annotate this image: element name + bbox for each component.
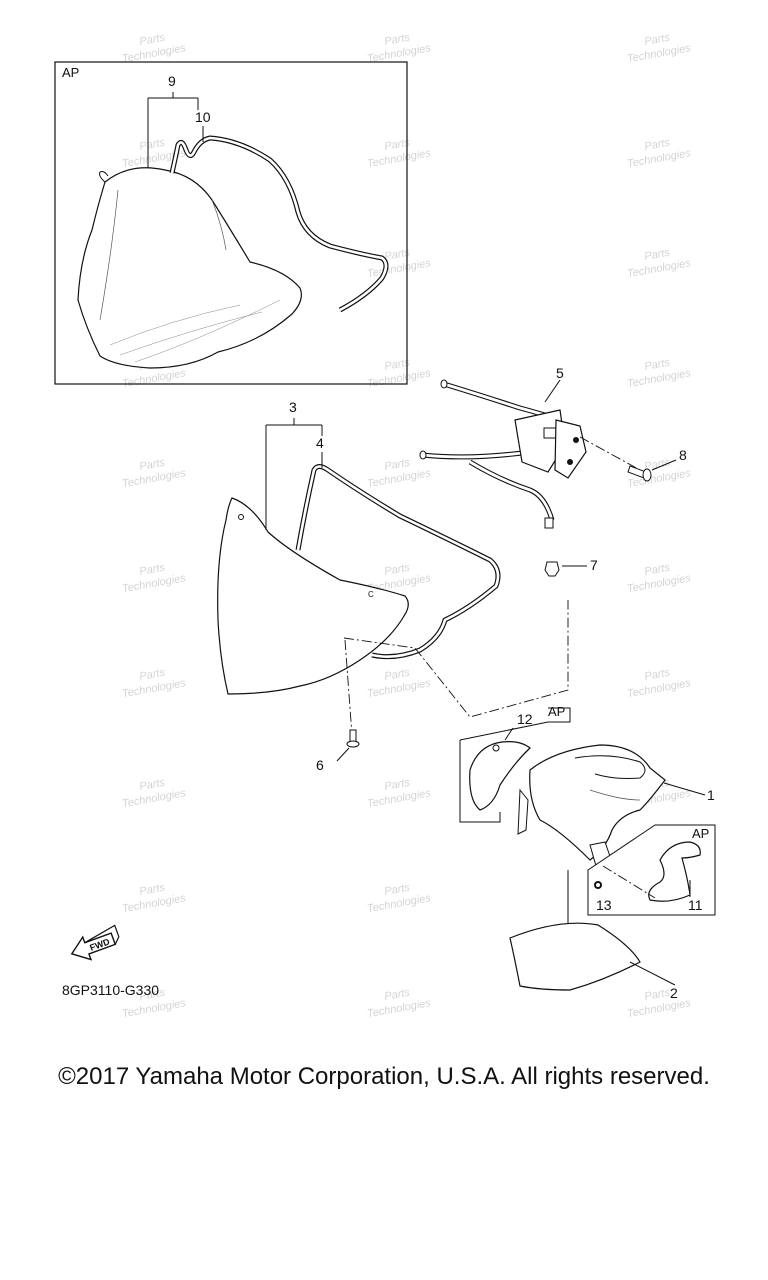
reference-code: 8GP3110-G330 — [62, 982, 159, 998]
watermark-line1: Parts — [383, 32, 411, 48]
watermark-line1: Parts — [138, 882, 166, 898]
windshield-main — [217, 497, 409, 695]
callout-3: 3 — [289, 399, 297, 415]
watermark-line1: Parts — [383, 247, 411, 263]
windshield-panel — [77, 167, 302, 369]
watermark-line1: Parts — [383, 987, 411, 1003]
watermark-line1: Parts — [138, 32, 166, 48]
watermark-line1: Parts — [383, 667, 411, 683]
watermark-line2: Technologies — [626, 147, 692, 170]
ap-label: AP — [692, 826, 709, 841]
callout-13: 13 — [596, 897, 612, 913]
ap-box-windshield: AP 9 10 — [54, 61, 408, 385]
watermark-line1: Parts — [643, 137, 671, 153]
watermark-line1: Parts — [383, 357, 411, 373]
callout-5: 5 — [556, 365, 564, 381]
watermark-line1: Parts — [643, 247, 671, 263]
watermark-line2: Technologies — [121, 367, 187, 390]
watermark-line2: Technologies — [366, 997, 432, 1020]
side-panel-1: 1 — [517, 744, 715, 867]
watermark-line2: Technologies — [121, 572, 187, 595]
callout-9: 9 — [168, 73, 176, 89]
watermark-line2: Technologies — [366, 787, 432, 810]
callout-7: 7 — [590, 557, 598, 573]
watermark-line2: Technologies — [366, 367, 432, 390]
ap-box-piece-12: AP 12 — [459, 704, 571, 823]
watermark-line1: Parts — [643, 457, 671, 473]
watermark-line2: Technologies — [626, 572, 692, 595]
callout-10: 10 — [195, 109, 211, 125]
bolt-8: 8 — [627, 447, 687, 482]
watermark-line1: Parts — [643, 562, 671, 578]
bracket-assembly: 5 — [419, 365, 641, 529]
watermark-line2: Technologies — [121, 787, 187, 810]
watermark-line1: Parts — [383, 882, 411, 898]
bottom-panel-2: 2 — [509, 870, 678, 1001]
watermark-line2: Technologies — [366, 467, 432, 490]
watermark-line2: Technologies — [626, 677, 692, 700]
callout-8: 8 — [679, 447, 687, 463]
callout-2: 2 — [670, 985, 678, 1001]
watermark-line2: Technologies — [626, 367, 692, 390]
watermark-line1: Parts — [383, 137, 411, 153]
ap-label: AP — [548, 704, 565, 719]
watermark-line2: Technologies — [121, 677, 187, 700]
watermark-line2: Technologies — [366, 147, 432, 170]
callout-1: 1 — [707, 787, 715, 803]
watermark-line2: Technologies — [626, 42, 692, 65]
watermark-line1: Parts — [138, 562, 166, 578]
watermark-line1: Parts — [643, 357, 671, 373]
watermark-line1: Parts — [138, 457, 166, 473]
watermark-line1: Parts — [383, 562, 411, 578]
watermark-line1: Parts — [643, 32, 671, 48]
screw-6: 6 — [316, 729, 360, 773]
part-marking: C — [368, 590, 374, 599]
copyright-notice: ©2017 Yamaha Motor Corporation, U.S.A. A… — [58, 1063, 710, 1090]
fwd-arrow: FWD — [70, 924, 120, 961]
nut-7: 7 — [544, 557, 598, 577]
watermark-line2: Technologies — [366, 677, 432, 700]
callout-12: 12 — [517, 711, 533, 727]
watermark-line2: Technologies — [121, 467, 187, 490]
watermark-line2: Technologies — [626, 997, 692, 1020]
watermark-line1: Parts — [138, 777, 166, 793]
callout-11: 11 — [688, 897, 703, 913]
ap-label: AP — [62, 65, 79, 80]
watermark-line1: Parts — [383, 777, 411, 793]
watermark-line2: Technologies — [366, 257, 432, 280]
watermark-line1: Parts — [643, 987, 671, 1003]
watermark-line2: Technologies — [121, 892, 187, 915]
ap-box-piece-11: AP 13 11 — [587, 824, 716, 916]
watermark-line1: Parts — [138, 987, 166, 1003]
watermark-line2: Technologies — [366, 892, 432, 915]
watermark-line2: Technologies — [626, 257, 692, 280]
watermark-line1: Parts — [138, 137, 166, 153]
callout-4: 4 — [316, 435, 324, 451]
watermark-line1: Parts — [383, 457, 411, 473]
watermark-line1: Parts — [643, 667, 671, 683]
main-windshield-assembly: C 3 4 — [217, 399, 569, 736]
callout-6: 6 — [316, 757, 324, 773]
watermark-line2: Technologies — [121, 997, 187, 1020]
watermark-line1: Parts — [138, 667, 166, 683]
